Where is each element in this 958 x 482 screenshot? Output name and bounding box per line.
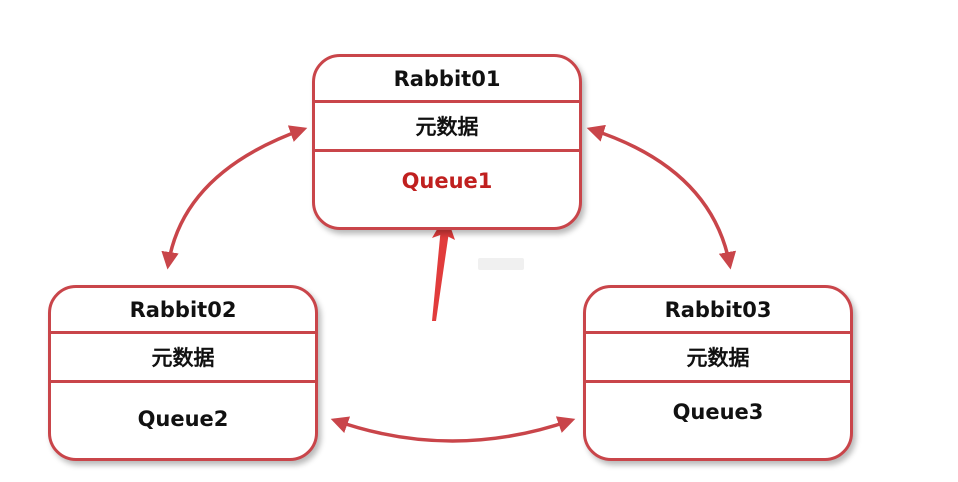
- arrow-rabbit01-rabbit03: [586, 124, 737, 270]
- node-rabbit01: Rabbit01 元数据 Queue1: [312, 54, 582, 230]
- node-rabbit03: Rabbit03 元数据 Queue3: [583, 285, 853, 461]
- node-queue: Queue1: [401, 169, 493, 193]
- node-metadata: 元数据: [51, 334, 315, 383]
- node-queue: Queue3: [672, 400, 764, 424]
- node-queue: Queue2: [137, 407, 229, 431]
- node-name: Rabbit03: [586, 288, 850, 334]
- node-rabbit02: Rabbit02 元数据 Queue2: [48, 285, 318, 461]
- arrow-rabbit01-rabbit02: [161, 125, 308, 270]
- arrow-rabbit02-rabbit03: [330, 416, 576, 443]
- node-metadata: 元数据: [315, 103, 579, 152]
- node-name: Rabbit01: [315, 57, 579, 103]
- background-smudge: [478, 258, 524, 270]
- pointer-arrow: [432, 217, 450, 321]
- node-metadata: 元数据: [586, 334, 850, 383]
- node-name: Rabbit02: [51, 288, 315, 334]
